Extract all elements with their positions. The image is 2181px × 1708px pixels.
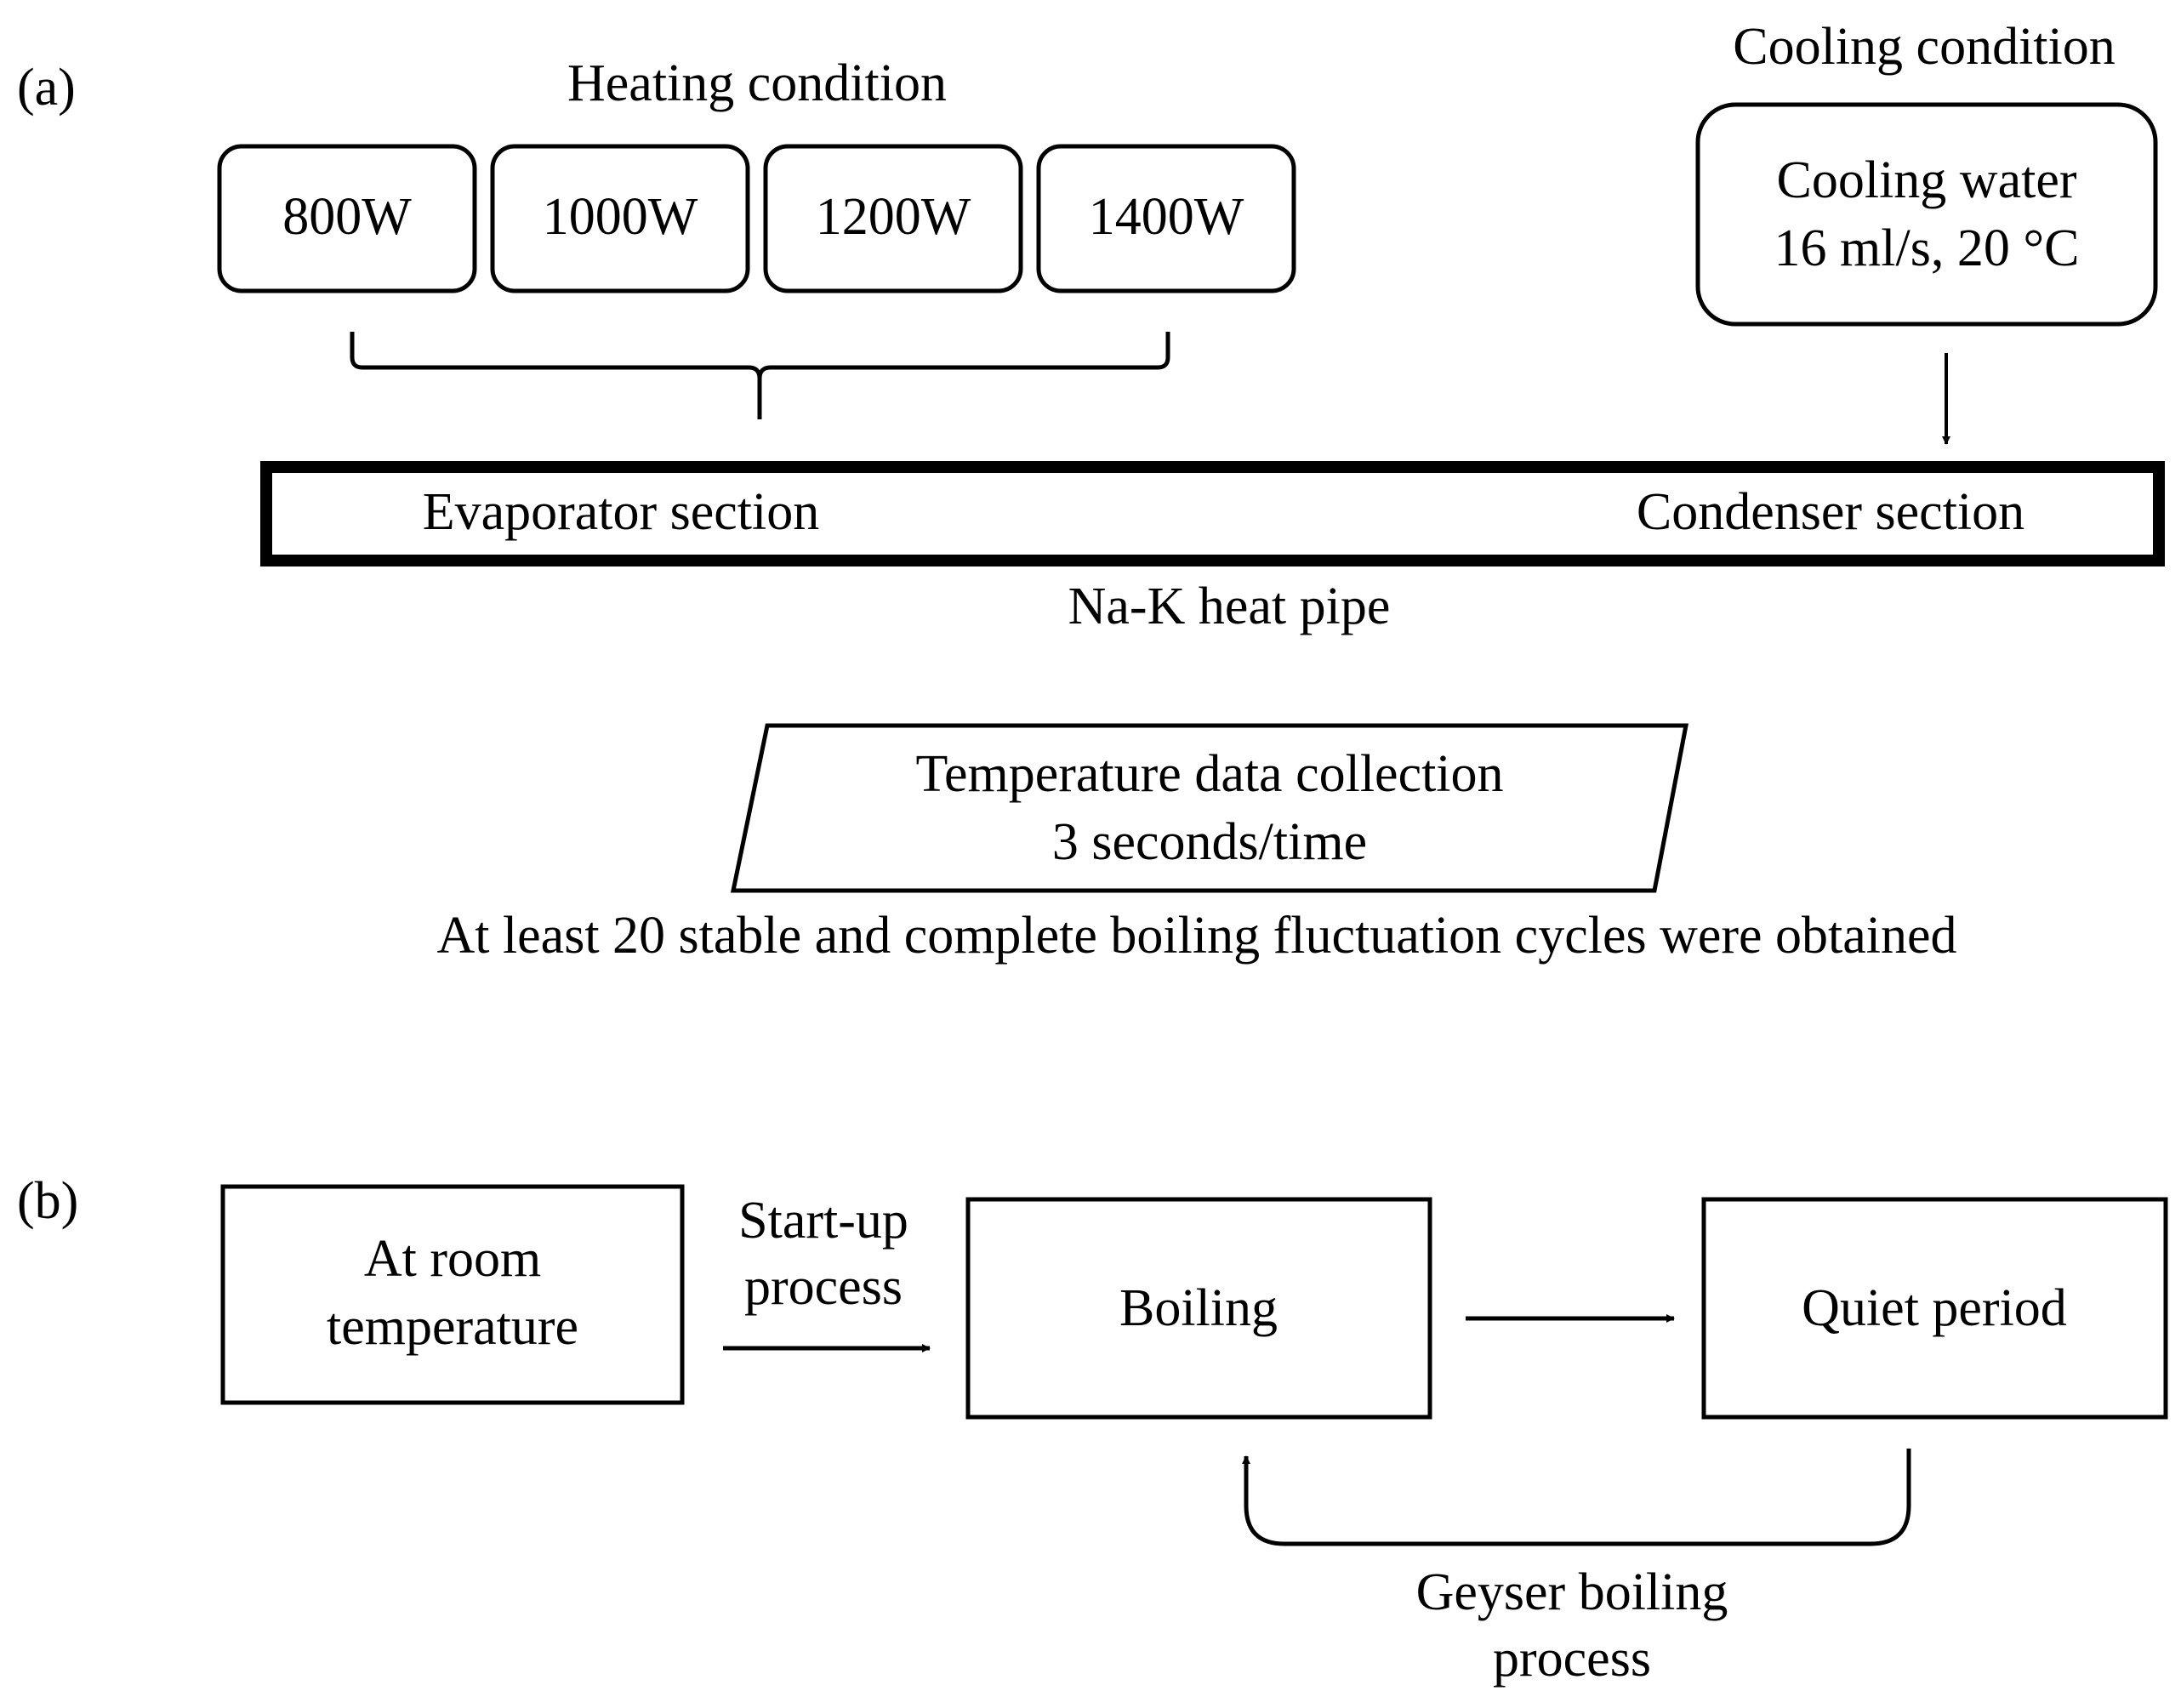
room-temperature-line2: temperature [327, 1298, 578, 1356]
heating-power-label: 1200W [816, 188, 971, 246]
heating-power-box-1000: 1000W [490, 144, 750, 293]
heating-power-box-1400: 1400W [1036, 144, 1296, 293]
panel-b-label: (b) [17, 1172, 78, 1230]
data-collection-line1: Temperature data collection [915, 745, 1503, 803]
cooling-water-box: Cooling water 16 ml/s, 20 °C [1695, 102, 2158, 327]
cycles-note: At least 20 stable and complete boiling … [436, 907, 1956, 965]
heating-power-label: 1400W [1089, 188, 1244, 246]
boiling-box: Boiling [965, 1197, 1432, 1420]
heating-power-label: 800W [282, 188, 412, 246]
room-temperature-box: At room temperature [220, 1184, 685, 1405]
heating-power-box-800: 800W [217, 144, 477, 293]
heating-power-label: 1000W [543, 188, 698, 246]
geyser-label-line2: process [1493, 1630, 1651, 1688]
quiet-period-box: Quiet period [1701, 1197, 2168, 1420]
geyser-return-arrow [1242, 1449, 1911, 1546]
heating-condition-title: Heating condition [567, 54, 947, 112]
condenser-section-label: Condenser section [1637, 483, 2024, 541]
quiet-period-label: Quiet period [1802, 1279, 2067, 1337]
heat-pipe-caption: Na-K heat pipe [1068, 578, 1391, 635]
cooling-condition-title: Cooling condition [1733, 18, 2116, 76]
heating-brace [350, 332, 1170, 419]
room-temperature-line1: At room [364, 1230, 541, 1288]
heat-pipe: Evaporator section Condenser section [260, 461, 2165, 566]
cooling-water-line1: Cooling water [1777, 151, 2077, 209]
panel-b: (b) At room temperature Start-up process… [17, 1172, 2168, 1688]
startup-label-line2: process [744, 1258, 903, 1316]
startup-label-line1: Start-up [738, 1192, 908, 1250]
heating-power-box-1200: 1200W [763, 144, 1023, 293]
cooling-water-line2: 16 ml/s, 20 °C [1774, 219, 2080, 277]
boiling-label: Boiling [1119, 1279, 1278, 1337]
panel-a-label: (a) [17, 59, 76, 117]
data-collection-line2: 3 seconds/time [1052, 813, 1367, 871]
data-collection-box: Temperature data collection 3 seconds/ti… [730, 723, 1689, 893]
geyser-label-line1: Geyser boiling [1416, 1563, 1728, 1621]
evaporator-section-label: Evaporator section [423, 483, 820, 541]
panel-a: (a) Heating condition 800W 1000W 1200W 1… [17, 18, 2165, 965]
